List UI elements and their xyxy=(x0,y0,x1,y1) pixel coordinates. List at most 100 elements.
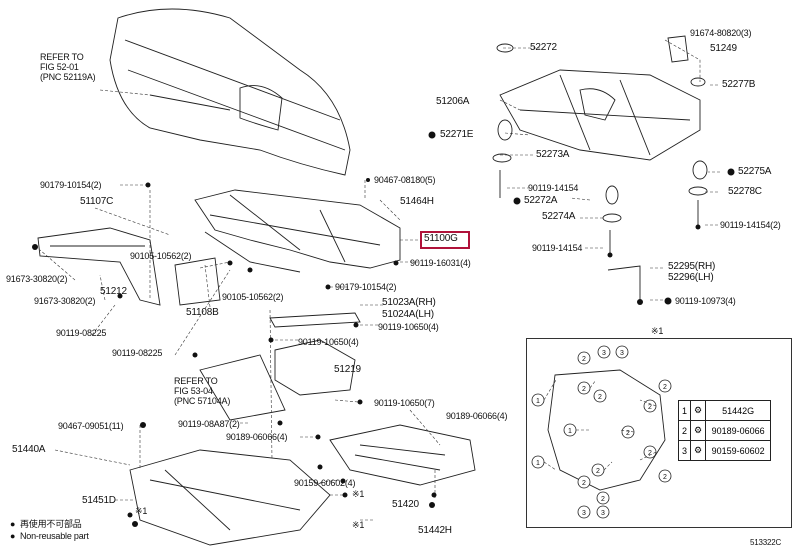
star-mark: ※1 xyxy=(352,520,365,530)
legend-part[interactable]: 51442G xyxy=(705,400,772,421)
svg-text:2: 2 xyxy=(601,496,605,503)
callout-52277b[interactable]: 52277B xyxy=(722,79,756,90)
callout-90119-08225[interactable]: 90119-08225 xyxy=(56,328,107,338)
callout-91673-30820[interactable]: 91673-30820(2) xyxy=(34,296,96,306)
callout-90159-60602[interactable]: 90159-60602(4) xyxy=(294,478,356,488)
callout-51023a[interactable]: 51023A(RH) xyxy=(382,297,436,308)
non-reusable-jp: 再使用不可部品 xyxy=(20,519,82,529)
callout-51024a[interactable]: 51024A(LH) xyxy=(382,309,434,320)
callout-51212[interactable]: 51212 xyxy=(100,286,127,297)
callout-90189-06066[interactable]: 90189-06066(4) xyxy=(446,411,508,421)
highlight-box xyxy=(420,231,470,249)
legend-row[interactable]: 3 ⚙ 90159-60602 xyxy=(677,440,772,461)
callout-90119-10973[interactable]: 90119-10973(4) xyxy=(675,296,736,306)
callout-52295[interactable]: 52295(RH) xyxy=(668,261,716,272)
refer-to-pnc: (PNC 52119A) xyxy=(40,72,96,82)
svg-text:1: 1 xyxy=(536,398,540,405)
svg-text:2: 2 xyxy=(663,474,667,481)
callout-90467-09051[interactable]: 90467-09051(11) xyxy=(58,421,124,431)
bracket-51219 xyxy=(274,339,356,396)
bracket-51107c xyxy=(37,227,161,306)
callout-90119-10650[interactable]: 90119-10650(4) xyxy=(298,337,359,347)
svg-text:1: 1 xyxy=(536,460,540,467)
callout-90105-10562[interactable]: 90105-10562(2) xyxy=(130,251,192,261)
legend-num: 1 xyxy=(677,400,692,421)
bumper-outline xyxy=(109,8,351,176)
non-reusable-icon: ● xyxy=(10,519,16,529)
svg-text:2: 2 xyxy=(648,450,652,457)
star-mark: ※1 xyxy=(352,489,365,499)
figure-id: 513322C xyxy=(750,538,782,547)
callout-52296[interactable]: 52296(LH) xyxy=(668,272,714,283)
refer-to-label: REFER TO xyxy=(174,376,218,386)
legend-table: 1 ⚙ 51442G 2 ⚙ 90189-06066 3 ⚙ 90159-606… xyxy=(677,400,772,461)
callout-90467-08180[interactable]: 90467-08180(5) xyxy=(374,175,436,185)
svg-text:2: 2 xyxy=(596,468,600,475)
callout-51100g[interactable]: 51100G xyxy=(424,233,458,244)
callout-51451d[interactable]: 51451D xyxy=(82,495,116,506)
svg-text:2: 2 xyxy=(626,430,630,437)
callout-51442h[interactable]: 51442H xyxy=(418,525,452,536)
bar-51023a xyxy=(269,312,361,328)
svg-text:3: 3 xyxy=(601,510,605,517)
callout-51206a[interactable]: 51206A xyxy=(436,96,470,107)
callout-52271e[interactable]: 52271E xyxy=(440,129,474,140)
callout-52274a[interactable]: 52274A xyxy=(542,211,576,222)
callout-90119-10650-7[interactable]: 90119-10650(7) xyxy=(374,398,435,408)
callout-90105-10562[interactable]: 90105-10562(2) xyxy=(222,292,284,302)
svg-text:3: 3 xyxy=(602,350,606,357)
legend-part[interactable]: 90159-60602 xyxy=(705,440,772,461)
inset-cover xyxy=(547,369,666,491)
under-cover-51420 xyxy=(329,424,476,486)
legend-part[interactable]: 90189-06066 xyxy=(705,420,772,441)
under-cover xyxy=(129,449,331,546)
callout-91673-30820[interactable]: 91673-30820(2) xyxy=(6,274,68,284)
bracket-51108b xyxy=(174,257,221,306)
callout-51107c[interactable]: 51107C xyxy=(80,196,114,207)
svg-text:2: 2 xyxy=(582,386,586,393)
inset-star-label: ※1 xyxy=(651,326,664,336)
non-reusable-icon: ● xyxy=(10,531,16,541)
svg-text:3: 3 xyxy=(582,510,586,517)
non-reusable-en: Non-reusable part xyxy=(20,531,89,541)
callout-51420[interactable]: 51420 xyxy=(392,499,419,510)
callout-52275a[interactable]: 52275A xyxy=(738,166,772,177)
svg-text:2: 2 xyxy=(582,356,586,363)
refer-to-fig[interactable]: FIG 53-04 xyxy=(174,386,213,396)
svg-text:1: 1 xyxy=(568,428,572,435)
callout-51249[interactable]: 51249 xyxy=(710,43,737,54)
callout-90119-14154[interactable]: 90119-14154 xyxy=(528,183,579,193)
callout-51108b[interactable]: 51108B xyxy=(186,307,219,318)
refer-to-fig[interactable]: FIG 52-01 xyxy=(40,62,79,72)
svg-text:2: 2 xyxy=(663,384,667,391)
callout-52278c[interactable]: 52278C xyxy=(728,186,762,197)
rear-subframe xyxy=(499,69,701,161)
callout-52272a[interactable]: 52272A xyxy=(524,195,558,206)
legend-icon: ⚙ xyxy=(690,420,707,441)
svg-text:2: 2 xyxy=(582,480,586,487)
callout-90119-08a87[interactable]: 90119-08A87(2) xyxy=(178,419,240,429)
legend-num: 2 xyxy=(677,420,692,441)
legend-row[interactable]: 2 ⚙ 90189-06066 xyxy=(677,420,772,441)
callout-52272[interactable]: 52272 xyxy=(530,42,557,53)
legend-row[interactable]: 1 ⚙ 51442G xyxy=(677,400,772,421)
callout-90179-10154[interactable]: 90179-10154(2) xyxy=(40,180,102,190)
svg-text:3: 3 xyxy=(620,350,624,357)
svg-text:2: 2 xyxy=(598,394,602,401)
callout-90119-14154[interactable]: 90119-14154 xyxy=(532,243,583,253)
callout-90189-06066[interactable]: 90189-06066(4) xyxy=(226,432,288,442)
callout-90179-10154[interactable]: 90179-10154(2) xyxy=(335,282,397,292)
callout-51440a[interactable]: 51440A xyxy=(12,444,46,455)
callout-90119-08225[interactable]: 90119-08225 xyxy=(112,348,163,358)
svg-text:2: 2 xyxy=(648,404,652,411)
callout-91674-80820[interactable]: 91674-80820(3) xyxy=(690,28,752,38)
callout-90119-14154[interactable]: 90119-14154(2) xyxy=(720,220,781,230)
front-subframe xyxy=(194,189,401,269)
callout-90119-16031[interactable]: 90119-16031(4) xyxy=(410,258,471,268)
callout-51219[interactable]: 51219 xyxy=(334,364,361,375)
callout-51464h[interactable]: 51464H xyxy=(400,196,434,207)
callout-52273a[interactable]: 52273A xyxy=(536,149,570,160)
callout-90119-10650[interactable]: 90119-10650(4) xyxy=(378,322,439,332)
